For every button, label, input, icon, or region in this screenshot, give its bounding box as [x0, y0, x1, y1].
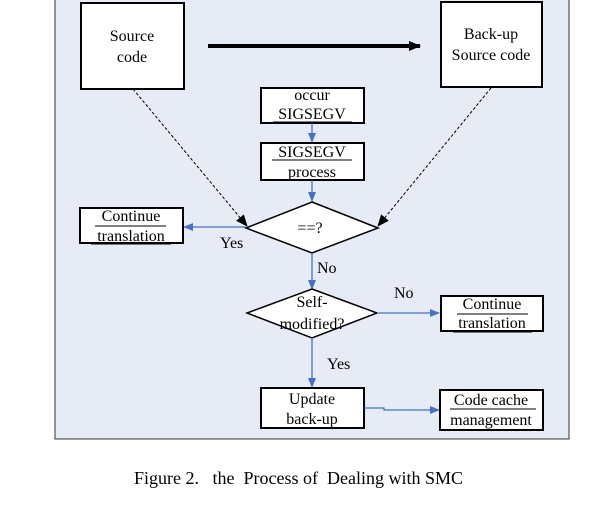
- continue-left-label-2: translation: [97, 228, 165, 245]
- compare-label: ==?: [297, 220, 322, 237]
- update-label-1: Update: [289, 391, 335, 408]
- continue-left-label-1: Continue: [102, 208, 161, 225]
- occur-label-2: SIGSEGV: [278, 106, 346, 123]
- source-code-box: Source code: [80, 2, 185, 90]
- cache-label-2: management: [450, 412, 532, 429]
- selfmod-yes-label: Yes: [327, 356, 350, 373]
- cache-label-1: Code cache: [454, 392, 528, 409]
- occur-sigsegv-box: occur SIGSEGV: [260, 87, 365, 124]
- backup-source-code-box: Back-up Source code: [440, 1, 543, 88]
- occur-label-1: occur: [294, 87, 330, 104]
- update-label-2: back-up: [286, 411, 338, 428]
- selfmod-label-2: modified?: [280, 316, 345, 333]
- text-underlines: [91, 121, 536, 410]
- compare-decision: ==?: [243, 201, 381, 254]
- arrow-update-cache: [364, 406, 440, 414]
- backup-label-1: Back-up: [464, 26, 518, 43]
- selfmod-no-label: No: [394, 285, 414, 302]
- update-backup-box: Update back-up: [260, 387, 365, 429]
- sigsegv-process-box: SIGSEGV process: [260, 142, 365, 181]
- source-code-label-2: code: [117, 49, 147, 66]
- backup-label-2: Source code: [452, 47, 531, 64]
- process-label-1: SIGSEGV: [278, 144, 346, 161]
- figure-caption: Figure 2. the Process of Dealing with SM…: [134, 468, 463, 488]
- continue-right-label-2: translation: [458, 315, 526, 332]
- continue-right-label-1: Continue: [463, 296, 522, 313]
- compare-no-label: No: [317, 260, 337, 277]
- compare-yes-label: Yes: [220, 235, 243, 252]
- process-label-2: process: [288, 164, 336, 181]
- selfmod-label-1: Self-: [296, 294, 327, 311]
- source-code-label-1: Source: [110, 28, 154, 45]
- code-cache-management-box: Code cache management: [439, 389, 544, 431]
